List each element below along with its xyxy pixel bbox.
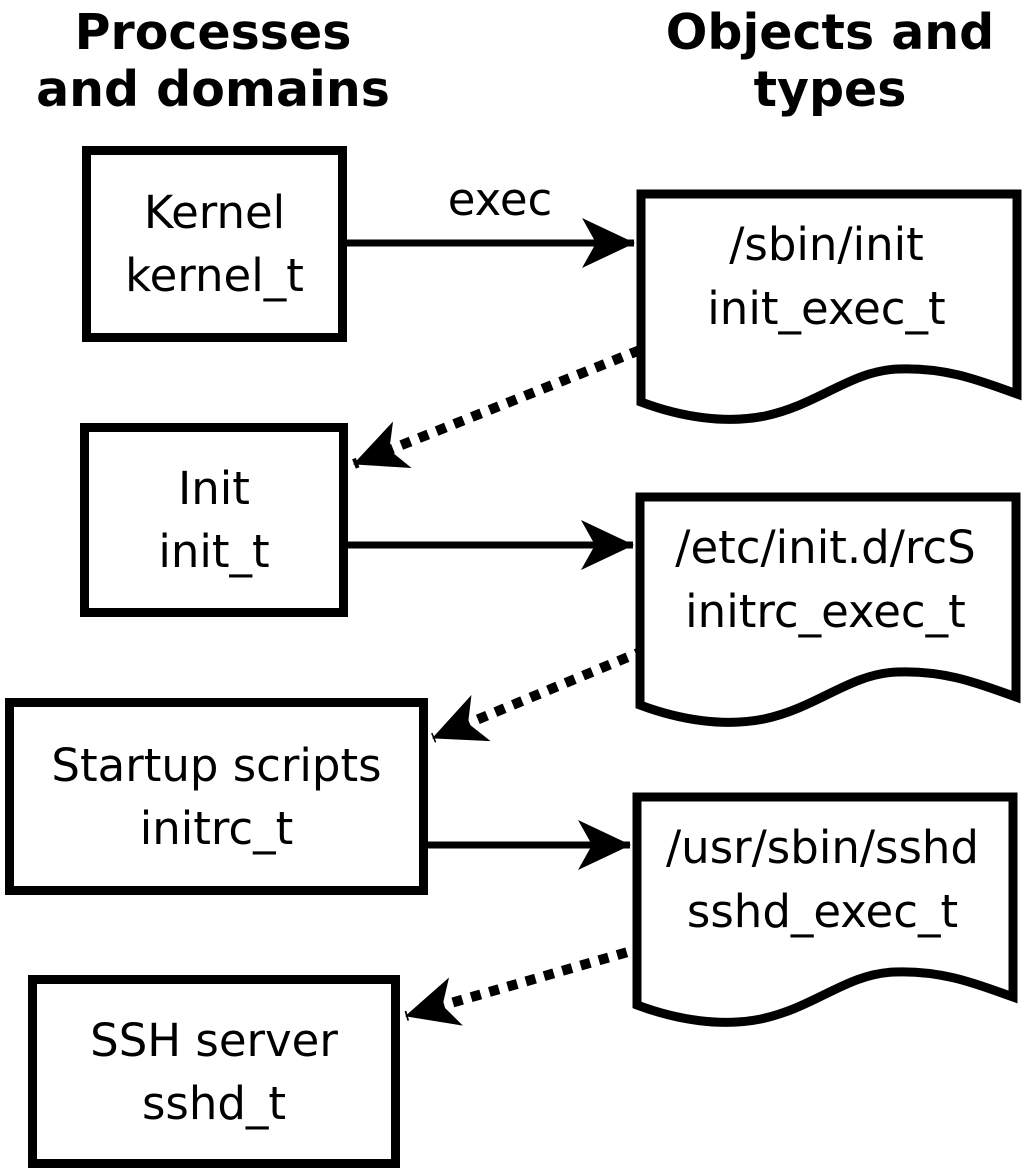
exec-edge-label: exec	[447, 173, 553, 226]
transition-arrow-rcs-to-initrc-t	[431, 645, 647, 743]
process-name: Kernel	[143, 186, 286, 239]
document-shape-usr-sbin-sshd	[632, 792, 1018, 1027]
document-shape-sbin-init	[636, 189, 1022, 424]
process-box-startup-scripts: Startup scripts initrc_t	[5, 698, 428, 895]
object-type: sshd_exec_t	[686, 885, 959, 938]
object-path: /usr/sbin/sshd	[666, 821, 979, 874]
transition-arrow-sbin-init-to-init-t	[352, 345, 642, 469]
process-box-init: Init init_t	[80, 423, 348, 617]
transition-arrow-sshd-to-sshd-t	[404, 942, 647, 1026]
header-line: types	[753, 61, 907, 118]
process-name: Startup scripts	[51, 738, 382, 792]
process-domain: kernel_t	[125, 249, 304, 302]
header-line: and domains	[36, 61, 390, 118]
process-box-kernel: Kernel kernel_t	[82, 146, 347, 342]
object-label-usr-sbin-sshd: /usr/sbin/sshd sshd_exec_t	[632, 816, 1013, 944]
process-domain: initrc_t	[139, 801, 294, 855]
object-label-etc-init-d-rcs: /etc/init.d/rcS initrc_exec_t	[635, 516, 1016, 644]
process-domain: sshd_t	[141, 1076, 287, 1130]
process-box-ssh-server: SSH server sshd_t	[28, 975, 400, 1168]
process-name: Init	[178, 462, 250, 515]
process-name: SSH server	[90, 1013, 338, 1067]
object-type: init_exec_t	[707, 282, 946, 335]
process-domain: init_t	[158, 525, 270, 578]
object-label-sbin-init: /sbin/init init_exec_t	[636, 213, 1017, 341]
column-header-processes: Processes and domains	[13, 4, 413, 118]
object-path: /etc/init.d/rcS	[675, 521, 976, 574]
header-line: Objects and	[665, 4, 995, 61]
column-header-objects: Objects and types	[630, 4, 1024, 118]
header-line: Processes	[74, 4, 352, 61]
object-path: /sbin/init	[729, 218, 924, 271]
object-type: initrc_exec_t	[685, 585, 966, 638]
document-shape-etc-init-d-rcs	[635, 492, 1021, 727]
